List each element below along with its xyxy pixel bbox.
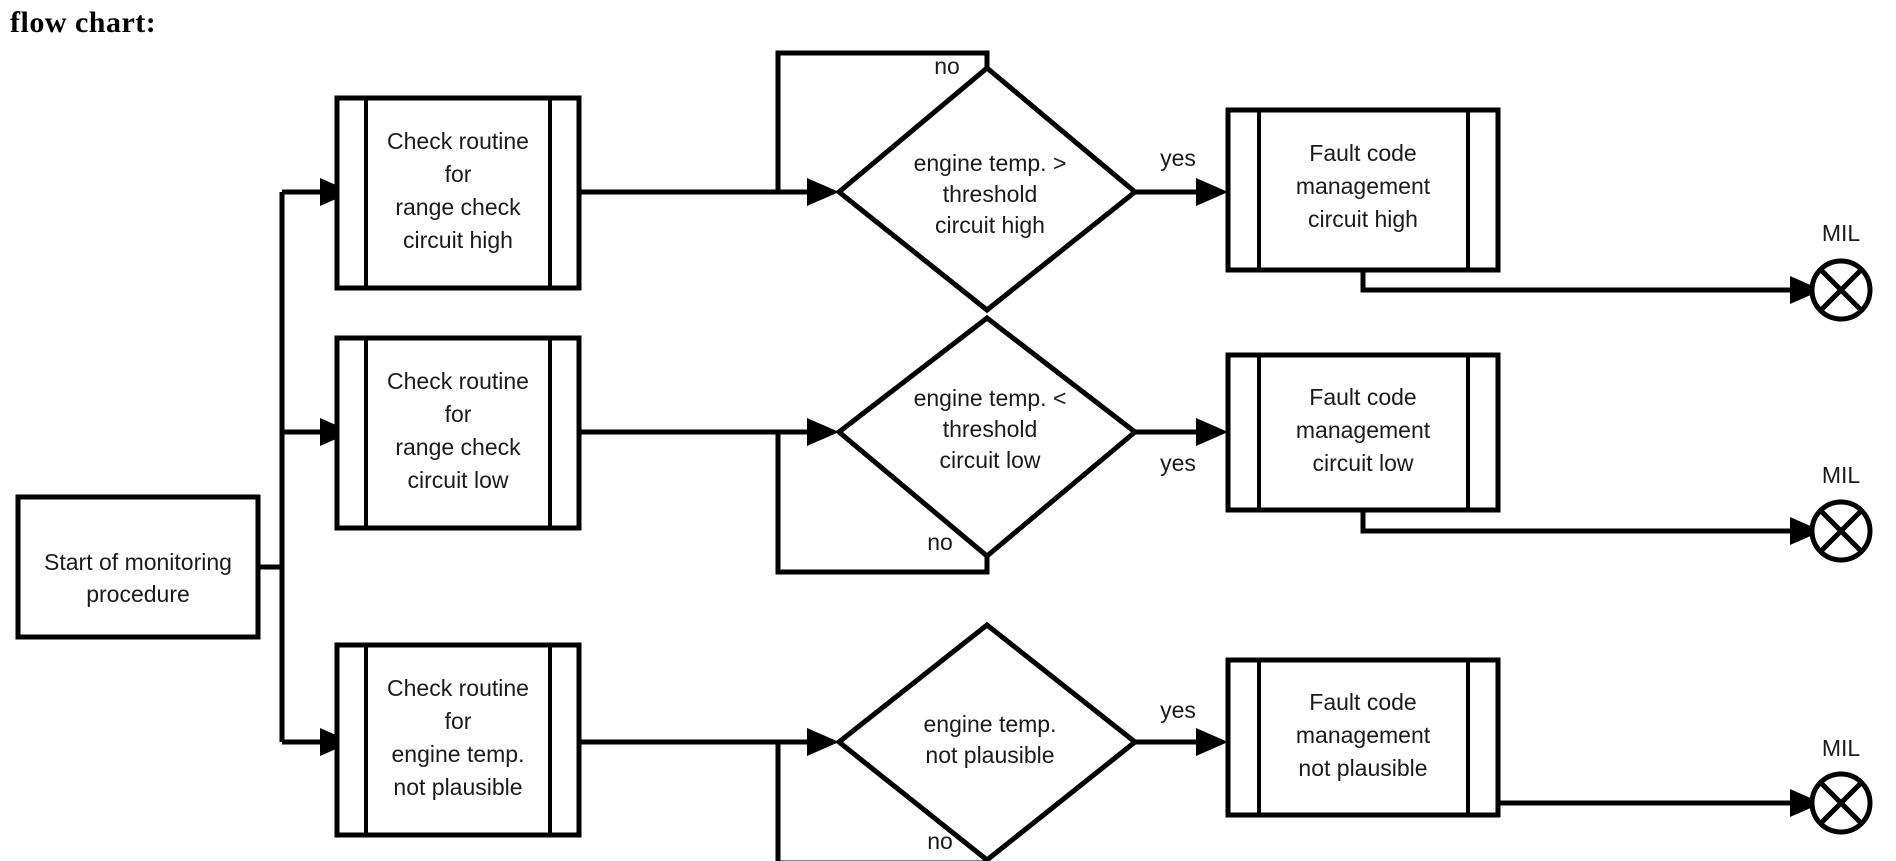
yes-branch-circuit-low: yes: [1135, 418, 1228, 476]
no-loop-circuit-low: no: [775, 429, 990, 575]
process-line3: engine temp.: [392, 741, 525, 767]
fault-box-circuit-high[interactable]: Fault code management circuit high: [1225, 107, 1501, 273]
process-line1: Check routine: [387, 675, 529, 701]
decision-line3: circuit high: [935, 212, 1045, 238]
decision-diamond-circuit-high[interactable]: engine temp. > threshold circuit high: [835, 64, 1139, 314]
process-line2: for: [445, 401, 472, 427]
connector-process-to-decision-high: [579, 178, 839, 206]
fault-line2: management: [1296, 722, 1431, 748]
decision-line3: circuit low: [940, 447, 1041, 473]
page-title: flow chart:: [10, 6, 157, 39]
connector-fault-to-mil-low: [1360, 510, 1822, 545]
yes-branch-not-plausible: yes: [1135, 697, 1228, 756]
mil-indicator-circuit-high[interactable]: MIL: [1809, 220, 1873, 322]
fault-line2: management: [1296, 173, 1431, 199]
process-line2: for: [445, 161, 472, 187]
no-label: no: [927, 828, 953, 854]
decision-line1: engine temp.: [924, 711, 1057, 737]
decision-line2: threshold: [943, 416, 1038, 442]
decision-line1: engine temp. >: [914, 150, 1067, 176]
mil-indicator-not-plausible[interactable]: MIL: [1809, 735, 1873, 835]
process-line1: Check routine: [387, 128, 529, 154]
mil-indicator-circuit-low[interactable]: MIL: [1809, 462, 1873, 563]
yes-label: yes: [1160, 145, 1196, 171]
mil-label: MIL: [1822, 220, 1861, 246]
connector-process-to-decision-low: [579, 418, 839, 446]
process-box-circuit-low[interactable]: Check routine for range check circuit lo…: [334, 335, 582, 531]
decision-diamond-circuit-low[interactable]: engine temp. < threshold circuit low: [835, 314, 1139, 560]
fault-line3: circuit high: [1308, 206, 1418, 232]
fault-line2: management: [1296, 417, 1431, 443]
process-line4: circuit high: [403, 227, 513, 253]
no-loop-circuit-high: no: [775, 50, 990, 195]
no-label: no: [934, 53, 960, 79]
start-node-line1: Start of monitoring: [44, 549, 232, 575]
yes-label: yes: [1160, 697, 1196, 723]
process-line2: for: [445, 708, 472, 734]
yes-label: yes: [1160, 450, 1196, 476]
connector-fault-to-mil-plausible: [1498, 789, 1822, 817]
process-line4: circuit low: [408, 467, 509, 493]
no-label: no: [927, 529, 953, 555]
fault-line3: circuit low: [1313, 450, 1414, 476]
process-box-circuit-high[interactable]: Check routine for range check circuit hi…: [334, 95, 582, 291]
mil-label: MIL: [1822, 462, 1861, 488]
connector-process-to-decision-plausible: [579, 728, 839, 756]
fault-line3: not plausible: [1298, 755, 1427, 781]
decision-line1: engine temp. <: [914, 385, 1067, 411]
fault-line1: Fault code: [1309, 384, 1416, 410]
process-line4: not plausible: [393, 774, 522, 800]
process-line3: range check: [395, 194, 521, 220]
fault-box-circuit-low[interactable]: Fault code management circuit low: [1225, 352, 1501, 513]
fault-line1: Fault code: [1309, 140, 1416, 166]
yes-branch-circuit-high: yes: [1135, 145, 1228, 206]
mil-label: MIL: [1822, 735, 1861, 761]
start-node-line2: procedure: [86, 581, 190, 607]
connector-fault-to-mil-high: [1360, 270, 1822, 304]
process-line3: range check: [395, 434, 521, 460]
fault-line1: Fault code: [1309, 689, 1416, 715]
process-line1: Check routine: [387, 368, 529, 394]
decision-line2: not plausible: [925, 742, 1054, 768]
process-box-not-plausible[interactable]: Check routine for engine temp. not plaus…: [334, 642, 582, 838]
start-node[interactable]: Start of monitoring procedure: [15, 494, 261, 640]
no-loop-not-plausible: no: [775, 739, 990, 861]
decision-line2: threshold: [943, 181, 1038, 207]
decision-diamond-not-plausible[interactable]: engine temp. not plausible: [834, 621, 1140, 861]
fault-box-not-plausible[interactable]: Fault code management not plausible: [1225, 657, 1501, 818]
